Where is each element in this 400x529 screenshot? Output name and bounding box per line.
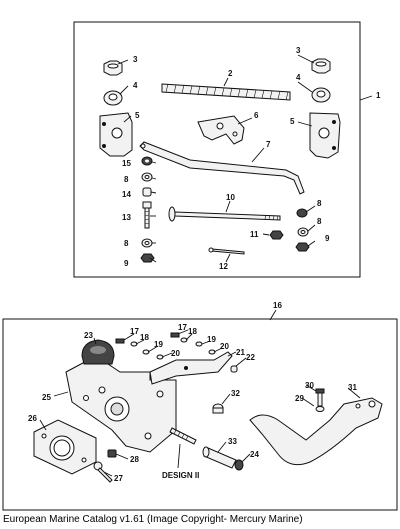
- callout-20-b: 20: [220, 342, 229, 351]
- callout-14: 14: [122, 190, 131, 199]
- bottom-assembly-frame: [2, 318, 398, 511]
- clip-18-b: [180, 337, 188, 343]
- nut-9-left: [140, 253, 155, 263]
- threaded-stud: [169, 427, 197, 445]
- arm-21: [149, 351, 233, 385]
- callout-3-right: 3: [296, 46, 301, 55]
- callout-8-b: 8: [124, 239, 129, 248]
- washer-8-a: [141, 172, 153, 182]
- callout-18-b: 18: [188, 327, 197, 336]
- callout-8-c: 8: [317, 199, 322, 208]
- callout-26: 26: [28, 414, 37, 423]
- bolt-10: [168, 206, 281, 222]
- callout-9-right: 9: [325, 234, 330, 243]
- washer-4-left: [103, 90, 123, 106]
- callout-17-a: 17: [130, 327, 139, 336]
- catalog-footer: European Marine Catalog v1.61 (Image Cop…: [3, 514, 303, 525]
- bolt-13: [142, 201, 152, 229]
- nut-3-right: [311, 58, 331, 74]
- callout-9-left: 9: [124, 259, 129, 268]
- callout-21: 21: [236, 348, 245, 357]
- callout-22: 22: [246, 353, 255, 362]
- callout-24: 24: [250, 450, 259, 459]
- lever-31: [249, 397, 383, 466]
- callout-23: 23: [84, 331, 93, 340]
- bushing-32: [212, 403, 224, 414]
- callout-32: 32: [231, 389, 240, 398]
- mounting-plate-25: [65, 355, 177, 453]
- callout-30: 30: [305, 381, 314, 390]
- callout-5-right: 5: [290, 117, 295, 126]
- callout-27: 27: [114, 474, 123, 483]
- callout-8-d: 8: [317, 217, 322, 226]
- callout-19-a: 19: [154, 340, 163, 349]
- pin-17-b: [170, 332, 180, 338]
- bracket-5-right: [309, 112, 341, 159]
- callout-7: 7: [266, 140, 271, 149]
- callout-18-a: 18: [140, 333, 149, 342]
- nut-9-right: [295, 242, 310, 252]
- callout-4-right: 4: [296, 73, 301, 82]
- washer-8-b: [141, 238, 153, 248]
- callout-28: 28: [130, 455, 139, 464]
- callout-20-a: 20: [171, 349, 180, 358]
- callout-29: 29: [295, 394, 304, 403]
- callout-15: 15: [122, 159, 131, 168]
- nut-11: [269, 230, 284, 240]
- callout-8-a: 8: [124, 175, 129, 184]
- callout-13: 13: [122, 213, 131, 222]
- link-rod-7: [139, 141, 305, 195]
- callout-4-left: 4: [133, 81, 138, 90]
- washer-4-right: [311, 87, 331, 103]
- washer-19-a: [142, 349, 150, 355]
- pin-17-a: [115, 338, 125, 344]
- callout-12: 12: [219, 262, 228, 271]
- callout-3-left: 3: [133, 55, 138, 64]
- cap-22: [230, 365, 238, 373]
- callout-16: 16: [273, 301, 282, 310]
- callout-11: 11: [250, 230, 259, 239]
- bushing-15: [141, 156, 153, 166]
- cotter-pin-12: [208, 247, 245, 255]
- washer-8-c: [296, 208, 308, 218]
- callout-17-b: 17: [178, 323, 187, 332]
- plate-6: [197, 115, 245, 145]
- bracket-5-left: [99, 112, 133, 157]
- callout-25: 25: [42, 393, 51, 402]
- gasket-26: [33, 419, 97, 475]
- callout-31: 31: [348, 383, 357, 392]
- callout-6: 6: [254, 111, 259, 120]
- design-label: DESIGN II: [162, 471, 199, 480]
- screw-28: [107, 449, 117, 458]
- callout-10: 10: [226, 193, 235, 202]
- washer-8-d: [297, 227, 309, 237]
- bolt-30: [315, 388, 325, 407]
- callout-2: 2: [228, 69, 233, 78]
- top-assembly-frame: [73, 21, 361, 278]
- sleeve-33: [202, 446, 237, 469]
- callout-5-left: 5: [135, 111, 140, 120]
- nut-24: [234, 459, 244, 471]
- callout-33: 33: [228, 437, 237, 446]
- knob-23: [81, 339, 115, 365]
- threaded-rod-2: [161, 83, 291, 101]
- screw-27: [93, 461, 113, 483]
- washer-29: [315, 406, 325, 412]
- callout-1: 1: [376, 91, 381, 100]
- callout-19-b: 19: [207, 335, 216, 344]
- washer-19-b: [195, 341, 203, 347]
- spacer-14: [142, 187, 152, 197]
- nut-3-left: [103, 60, 123, 76]
